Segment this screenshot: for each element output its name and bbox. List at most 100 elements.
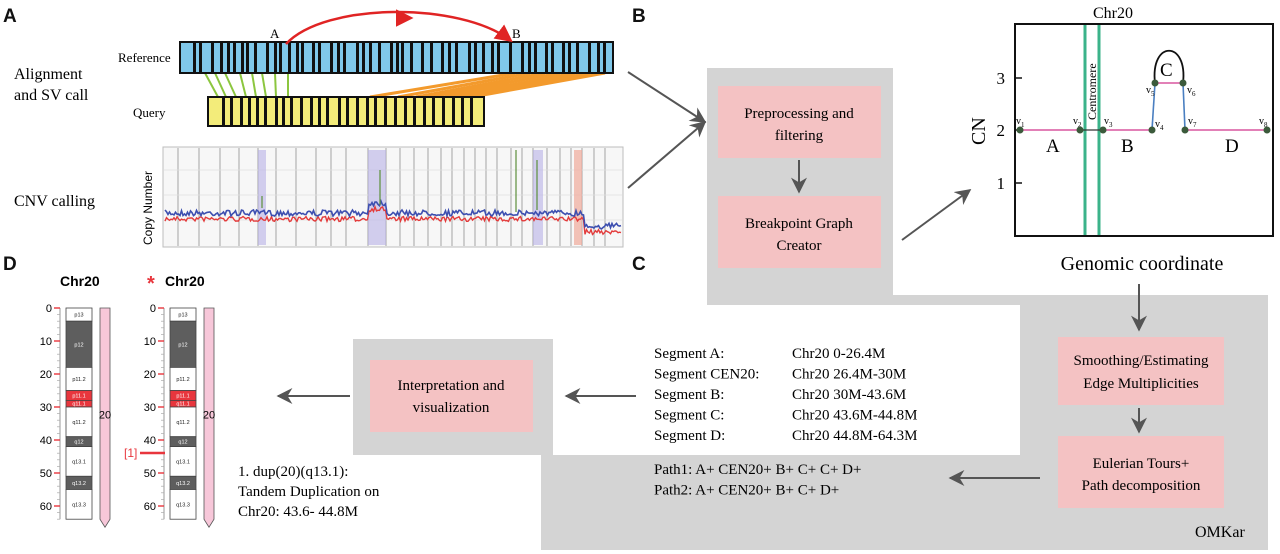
green-alignment-link [239,72,247,98]
reference-tick [491,43,494,72]
path-line: Path2: A+ CEN20+ B+ C+ D+ [654,483,839,499]
preprocessing-text-line2: filtering [775,128,824,144]
query-tick [394,98,397,125]
reference-tick [497,43,500,72]
query-tick [470,98,473,125]
karyotype-band [169,489,197,520]
karyotype-right-title: Chr20 [165,273,205,289]
cnv-highlight-4 [574,150,582,245]
orange-alignment-link [429,71,561,99]
reference-tick [246,43,249,72]
point-a-label: A [270,26,280,41]
ytick-label-1: 1 [997,174,1006,193]
ruler-tick-label: 20 [40,369,52,381]
reference-tick [528,43,531,72]
cnv-axis-label: Copy Number [141,171,155,245]
reference-tick [193,43,196,72]
reference-tick [296,43,299,72]
segment-range: Chr20 44.8M-64.3M [792,428,917,444]
ruler-tick-label: 10 [144,336,156,348]
cnv-plot-area [162,146,624,248]
query-tick [310,98,313,125]
band-label: q12 [74,440,83,446]
ruler-tick-label: 50 [144,468,156,480]
vertex-label: v2 [1073,116,1082,129]
query-tick [404,98,407,125]
band-label: q12 [178,440,187,446]
alignment-label-line2: and SV call [14,87,89,104]
query-tick [264,98,267,125]
orange-alignment-link [397,71,531,99]
event-text-line3: Chr20: 43.6- 44.8M [238,504,358,520]
orange-alignment-link [444,71,576,99]
breakpoint-graph-box [718,196,881,268]
reference-tick [362,43,365,72]
vertex-label: v7 [1188,116,1197,129]
adjacency-edge-b-c [1151,82,1156,131]
cnv-blue-trace [164,198,622,231]
reference-tick [441,43,444,72]
smoothing-box [1058,337,1224,405]
band-label: q13.1 [72,459,86,465]
ytick-label-3: 3 [997,69,1006,88]
cnv-highlight-2 [368,150,386,245]
reference-tick [396,43,399,72]
green-alignment-link [204,72,219,98]
reference-tick [274,43,277,72]
smoothing-text-line2: Edge Multiplicities [1083,376,1199,392]
segment-range: Chr20 0-26.4M [792,346,885,362]
ruler-tick-label: 10 [40,336,52,348]
panel-letter-a: A [3,6,17,27]
reference-tick [390,43,393,72]
reference-ticks [193,43,606,72]
band-label: q11.2 [72,420,85,426]
reference-tick [330,43,333,72]
ruler-tick-label: 40 [40,435,52,447]
ruler-tick-label: 0 [150,303,156,315]
centromere-label: Centromere [1085,63,1099,120]
reference-tick [562,43,565,72]
arrow-a-to-b-bottom [627,120,707,189]
query-tick [374,98,377,125]
reference-tick [288,43,291,72]
graph-segment-c: C [1160,60,1173,81]
query-tick [452,98,455,125]
graph-segment-d: D [1225,136,1239,157]
query-tick [442,98,445,125]
ruler-tick-label: 60 [144,501,156,513]
euler-text-line2: Path decomposition [1082,478,1201,494]
orange-alignment-link [457,71,591,99]
annotation-marker: [1] [124,446,137,460]
segment-name: Segment C: [654,408,724,424]
band-label: p12 [74,342,83,348]
reference-tick [603,43,606,72]
reference-tick [401,43,404,72]
band-label: q13.1 [176,459,190,465]
reference-tick [312,43,315,72]
karyotype-left: p13p12p11.2p11.1q11.1q11.2q12q13.1q13.2q… [40,303,111,528]
query-label: Query [133,105,166,120]
segment-name: Segment CEN20: [654,367,759,383]
orange-alignment-link [415,71,546,99]
adjacency-edge-c-d [1182,82,1186,131]
ruler-tick-label: 60 [40,501,52,513]
reference-tick [266,43,269,72]
band-label: p11.1 [176,393,189,399]
preprocessing-text-line1: Preprocessing and [744,106,854,122]
graph-ylabel: CN [968,117,990,145]
panel-letter-d: D [3,254,17,275]
graph-vertex [1179,79,1187,87]
reference-tick [421,43,424,72]
query-tick [240,98,243,125]
sv-jump-arc [285,10,513,45]
reference-tick [545,43,548,72]
euler-text-line1: Eulerian Tours+ [1093,456,1190,472]
breakpoint-graph-text-line2: Creator [777,238,822,254]
reference-tick [474,43,477,72]
query-tick [282,98,285,125]
reference-tick [318,43,321,72]
graph-vertex [1263,126,1271,134]
graph-segment-b: B [1121,136,1134,157]
